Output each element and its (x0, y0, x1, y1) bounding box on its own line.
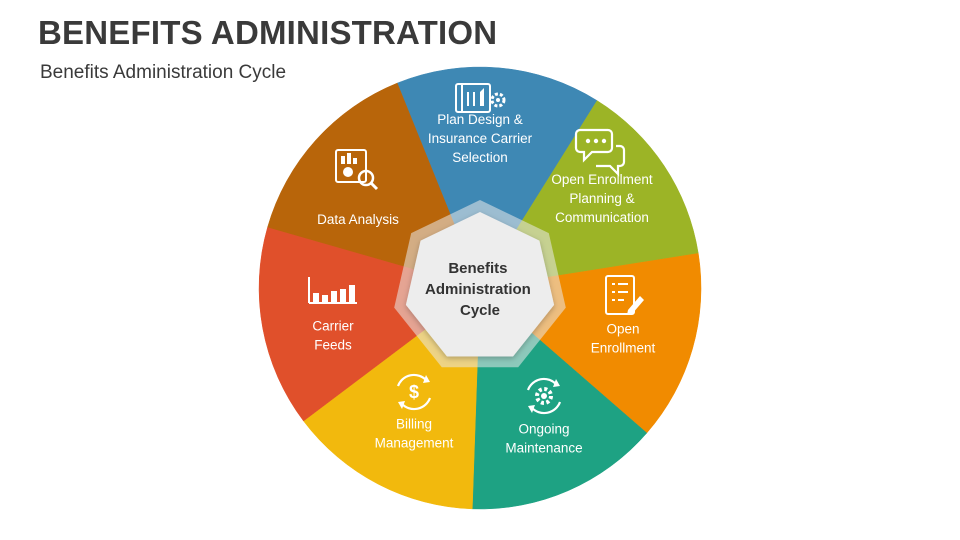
center-label-line: Administration (425, 281, 531, 298)
segment-label-line: Enrollment (591, 341, 656, 356)
center-label-line: Cycle (460, 302, 500, 319)
segment-label-line: Open (606, 322, 639, 337)
page-title: BENEFITS ADMINISTRATION (38, 14, 498, 51)
segment-label-line: Management (375, 436, 454, 451)
report-magnifier-icon (335, 149, 379, 191)
segment-label-line: Billing (396, 417, 432, 432)
segment-label-line: Insurance Carrier (428, 131, 533, 146)
center-hub: Benefits Administration Cycle (394, 200, 566, 368)
svg-text:$: $ (409, 382, 419, 402)
segment-label-line: Planning & (569, 191, 634, 206)
segment-label-line: Maintenance (505, 441, 582, 456)
segment-plan-design (396, 66, 598, 289)
bar-chart-icon (308, 277, 357, 304)
segment-label-line: Selection (452, 150, 508, 165)
segment-label-line: Ongoing (518, 422, 569, 437)
gear-cycle-icon (526, 377, 562, 415)
segment-label-line: Data Analysis (317, 212, 399, 227)
center-label: Benefits Administration Cycle (425, 260, 535, 319)
form-edit-icon (605, 275, 644, 315)
segment-label-line: Plan Design & (437, 112, 523, 127)
segment-label-line: Open Enrollment (551, 172, 653, 187)
page-subtitle: Benefits Administration Cycle (40, 62, 287, 83)
segment-label-line: Feeds (314, 338, 352, 353)
center-label-line: Benefits (448, 260, 507, 277)
segment-label-line: Carrier (312, 319, 354, 334)
segment-label-data-analysis: Data Analysis (317, 212, 399, 227)
dollar-cycle-icon: $ (396, 373, 432, 411)
chat-bubbles-icon (574, 128, 626, 177)
blueprint-settings-icon (455, 83, 506, 113)
segment-label-line: Communication (555, 210, 649, 225)
